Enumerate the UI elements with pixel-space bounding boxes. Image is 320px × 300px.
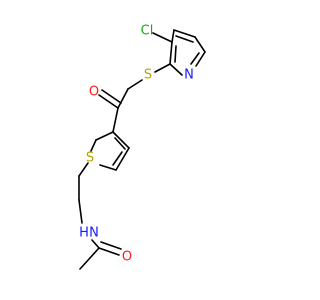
bond (101, 89, 122, 104)
bond (152, 32, 173, 43)
bond (98, 247, 120, 256)
ketone-oxygen-label: O (89, 85, 99, 100)
bond (195, 51, 206, 67)
bond (78, 199, 83, 224)
bond (78, 162, 89, 177)
bond (171, 29, 175, 43)
bond (173, 29, 196, 38)
bond (79, 247, 100, 270)
atom-labels: Cl S N O S N H O (79, 24, 194, 265)
amide-oxygen-label: O (122, 250, 132, 265)
bond (95, 131, 114, 141)
bond (114, 137, 126, 150)
amide-nitrogen-label: N (89, 226, 99, 241)
bond (98, 94, 119, 109)
bond (112, 107, 119, 133)
bond (169, 41, 173, 65)
thioether-sulfur-label: S (144, 68, 152, 83)
bond (90, 139, 97, 152)
bond (175, 35, 194, 43)
bond (91, 239, 100, 249)
bond (99, 164, 117, 171)
bond (115, 147, 130, 171)
pyridine-nitrogen-label: N (184, 68, 194, 83)
bond (112, 151, 123, 166)
bond (100, 241, 122, 250)
amide-hydrogen-label: H (79, 226, 89, 241)
chlorine-label: Cl (141, 24, 154, 39)
bond (190, 52, 200, 65)
bond (112, 131, 130, 149)
molecule-structure: Cl S N O S N H O (78, 24, 206, 270)
bond (169, 63, 183, 76)
bond (127, 79, 143, 90)
bond (194, 36, 206, 53)
bond (154, 63, 171, 73)
thiophene-sulfur-label: S (86, 151, 94, 166)
bonds (78, 29, 206, 270)
bond (117, 88, 129, 109)
bond (174, 45, 177, 63)
